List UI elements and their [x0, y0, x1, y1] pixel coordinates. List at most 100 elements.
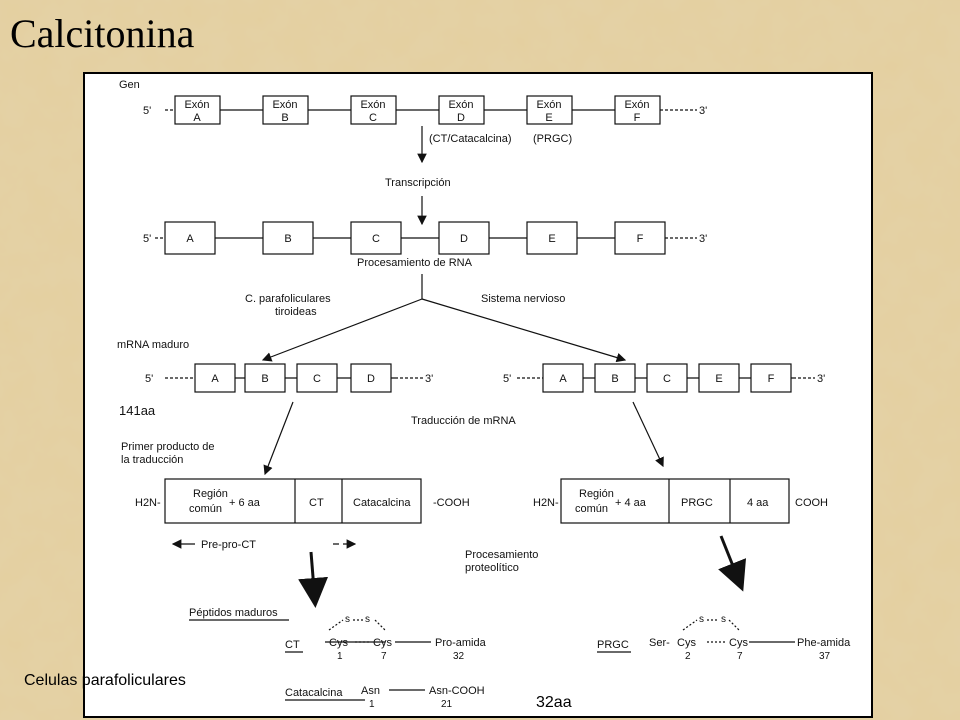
right-mrna-c: C [663, 373, 671, 385]
exon-word-f: Exón [624, 99, 649, 111]
rna-row [155, 221, 697, 255]
prgc-ser: Ser- [649, 637, 670, 649]
exon-word-e: Exón [536, 99, 561, 111]
left-mrna-three-prime: 3' [425, 373, 433, 385]
slide-caption: Celulas parafoliculares [24, 672, 186, 689]
ct-pos-1: 1 [337, 651, 343, 662]
right-tail-segment: 4 aa [747, 497, 769, 509]
right-region-line1: Región [579, 488, 614, 500]
prgc-pos-2: 2 [685, 651, 691, 662]
left-n-terminus: H2N- [135, 497, 161, 509]
right-mrna-b: B [611, 373, 618, 385]
catacalcina-end: Asn-COOH [429, 685, 485, 697]
ct-cys-1: Cys [329, 637, 348, 649]
ct-cys-7: Cys [373, 637, 392, 649]
exon-f-box [614, 95, 661, 125]
gene-five-prime: 5' [143, 105, 151, 117]
right-c-terminus: COOH [795, 497, 828, 509]
exon-word-c: Exón [360, 99, 385, 111]
gene-label: Gen [119, 79, 140, 91]
branch-left-line1: C. parafoliculares [245, 293, 331, 305]
calcitonin-gene-figure: Gen 5' 3' Exón A Exón B Exón C Exón D Ex… [83, 72, 873, 718]
left-catacalcina-segment: Catacalcina [353, 497, 411, 509]
slide-title: Calcitonina [10, 11, 195, 56]
right-product-box [560, 478, 790, 524]
catacalcina-peptide-name: Catacalcina [285, 687, 343, 699]
exon-e-box [526, 95, 573, 125]
rna-three-prime: 3' [699, 233, 707, 245]
rna-segment-e: E [548, 233, 555, 245]
exon-word-d: Exón [448, 99, 473, 111]
catacalcina-start: Asn [361, 685, 380, 697]
exon-b-box [262, 95, 309, 125]
exon-letter-d: D [457, 112, 465, 124]
rna-segment-c: C [372, 233, 380, 245]
exon-letter-c: C [369, 112, 377, 124]
right-mrna-row [517, 363, 815, 393]
prgc-sulfur-1: s [699, 614, 704, 625]
rna-processing-label: Procesamiento de RNA [357, 257, 473, 269]
ct-pos-7: 7 [381, 651, 387, 662]
exon-d-box [438, 95, 485, 125]
right-mrna-a: A [559, 373, 567, 385]
prgc-cys-7: Cys [729, 637, 748, 649]
branch-left-line2: tiroideas [275, 306, 317, 318]
rna-segment-f: F [637, 233, 644, 245]
left-mrna-row [165, 363, 423, 393]
rna-segment-b: B [284, 233, 291, 245]
aa-141-label: 141aa [119, 403, 156, 418]
exon-letter-b: B [281, 112, 288, 124]
proteolytic-line1: Procesamiento [465, 549, 538, 561]
ct-sulfur-1: s [345, 614, 350, 625]
left-mrna-five-prime: 5' [145, 373, 153, 385]
proteolytic-line2: proteolítico [465, 562, 519, 574]
right-mrna-five-prime: 5' [503, 373, 511, 385]
left-mrna-d: D [367, 373, 375, 385]
transcription-label: Transcripción [385, 177, 451, 189]
left-product-box [164, 478, 422, 524]
gene-annotation-ct: (CT/Catacalcina) [429, 133, 512, 145]
exon-word-a: Exón [184, 99, 209, 111]
left-mrna-a: A [211, 373, 219, 385]
right-extra-aa: + 4 aa [615, 497, 647, 509]
exon-word-b: Exón [272, 99, 297, 111]
first-product-line1: Primer producto de [121, 441, 215, 453]
prgc-cys-2: Cys [677, 637, 696, 649]
catacalcina-end-pos: 21 [441, 699, 453, 710]
first-product-line2: la traducción [121, 454, 183, 466]
arrow-to-left-mrna [261, 298, 423, 362]
translation-label: Traducción de mRNA [411, 415, 516, 427]
rna-five-prime: 5' [143, 233, 151, 245]
rna-segment-a: A [186, 233, 194, 245]
ct-peptide-name: CT [285, 639, 300, 651]
branch-right-label: Sistema nervioso [481, 293, 565, 305]
exon-letter-a: A [193, 112, 201, 124]
prgc-end-residue: Phe-amida [797, 637, 851, 649]
prgc-pos-7: 7 [737, 651, 743, 662]
exon-letter-e: E [545, 112, 552, 124]
right-region-line2: común [575, 503, 608, 515]
exon-c-box [350, 95, 397, 125]
prgc-end-pos: 37 [819, 651, 831, 662]
arrow-down-prgc [718, 535, 747, 592]
exon-a-box [174, 95, 221, 125]
catacalcina-start-pos: 1 [369, 699, 375, 710]
left-mrna-b: B [261, 373, 268, 385]
right-mrna-f: F [768, 373, 775, 385]
gene-row [165, 95, 697, 125]
prgc-peptide-name: PRGC [597, 639, 629, 651]
mature-peptides-label: Péptidos maduros [189, 607, 278, 619]
arrow-down-ct [298, 551, 329, 608]
right-n-terminus: H2N- [533, 497, 559, 509]
rna-segment-d: D [460, 233, 468, 245]
ct-sulfur-2: s [365, 614, 370, 625]
arrow-left-translation [263, 401, 294, 476]
left-ct-segment: CT [309, 497, 324, 509]
exon-letter-f: F [634, 112, 641, 124]
right-mrna-e: E [715, 373, 722, 385]
amino-acid-count: 32aa [536, 694, 572, 711]
gene-processing-diagram: Gen 5' 3' Exón A Exón B Exón C Exón D Ex… [117, 79, 851, 710]
prgc-sulfur-2: s [721, 614, 726, 625]
left-c-terminus: -COOH [433, 497, 470, 509]
left-region-line1: Región [193, 488, 228, 500]
